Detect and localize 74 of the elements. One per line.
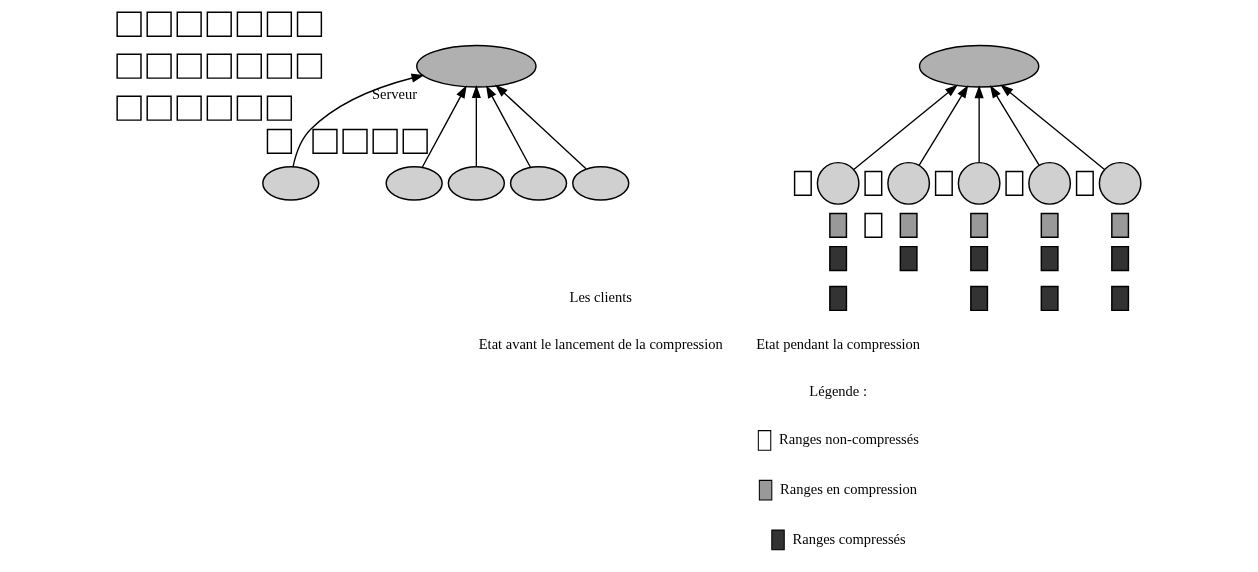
node-box [266, 11, 293, 37]
node-ellipse [447, 166, 506, 201]
node-box [934, 170, 953, 196]
node-box [1040, 212, 1059, 238]
node-box [970, 245, 989, 272]
node-box [1075, 170, 1094, 196]
node-box [372, 128, 398, 155]
arrow [486, 85, 532, 168]
node-box [1111, 285, 1130, 312]
node-box [1040, 245, 1059, 272]
arrow [1000, 84, 1106, 171]
arrow [471, 84, 481, 167]
node-circle [1098, 161, 1142, 205]
node-box [146, 11, 172, 37]
node-circle [957, 161, 1001, 205]
node-ellipse [416, 44, 537, 88]
node-box [236, 53, 262, 79]
node-box [176, 53, 202, 79]
node-box [146, 53, 172, 79]
arrow [918, 84, 969, 167]
arrow [421, 85, 467, 168]
node-box [829, 212, 848, 238]
node-box [1040, 285, 1059, 312]
node-box [864, 170, 883, 196]
node-ellipse [385, 166, 443, 201]
node-box [176, 11, 202, 37]
node-box [206, 11, 232, 37]
node-ellipse [572, 166, 630, 201]
node-box [402, 128, 428, 155]
node-box [296, 11, 323, 37]
node-box [829, 285, 848, 312]
node-box [899, 245, 918, 272]
node-box [1111, 245, 1130, 272]
arrow [989, 84, 1040, 167]
node-box [970, 212, 989, 238]
node-box [146, 95, 172, 121]
legend-label: Ranges non-compressés [779, 431, 919, 448]
node-circle [887, 161, 931, 205]
node-box [342, 128, 368, 155]
node-ellipse [918, 44, 1040, 88]
label: Légende : [809, 382, 867, 399]
node-box [1005, 170, 1024, 196]
label: Les clients [569, 289, 632, 306]
node-box [236, 95, 262, 121]
node-box [236, 11, 262, 37]
node-circle [816, 161, 860, 205]
node-box [864, 212, 883, 238]
legend-label: Ranges compressés [792, 530, 906, 547]
node-ellipse [509, 166, 568, 201]
arrow [853, 84, 959, 171]
node-box [266, 128, 293, 155]
node-box [116, 11, 142, 37]
label: Etat avant le lancement de la compression [478, 335, 723, 352]
node-box [116, 95, 142, 121]
node-label: Serveur [371, 85, 417, 102]
node-box [176, 95, 202, 121]
node-box [266, 53, 293, 79]
node-box [312, 128, 338, 155]
node-box [296, 53, 323, 79]
legend-label: Ranges en compression [780, 481, 918, 498]
node-box [899, 212, 918, 238]
node-box [266, 95, 293, 121]
node-box [206, 53, 232, 79]
node-box [116, 53, 142, 79]
node-box [206, 95, 232, 121]
node-circle [1028, 161, 1072, 205]
node-ellipse [262, 166, 320, 201]
node-box [970, 285, 989, 312]
arrow [494, 84, 587, 170]
node-box [829, 245, 848, 272]
node-box [793, 170, 812, 196]
label: Etat pendant la compression [756, 335, 921, 352]
arrow [974, 85, 984, 164]
node-box [1111, 212, 1130, 238]
